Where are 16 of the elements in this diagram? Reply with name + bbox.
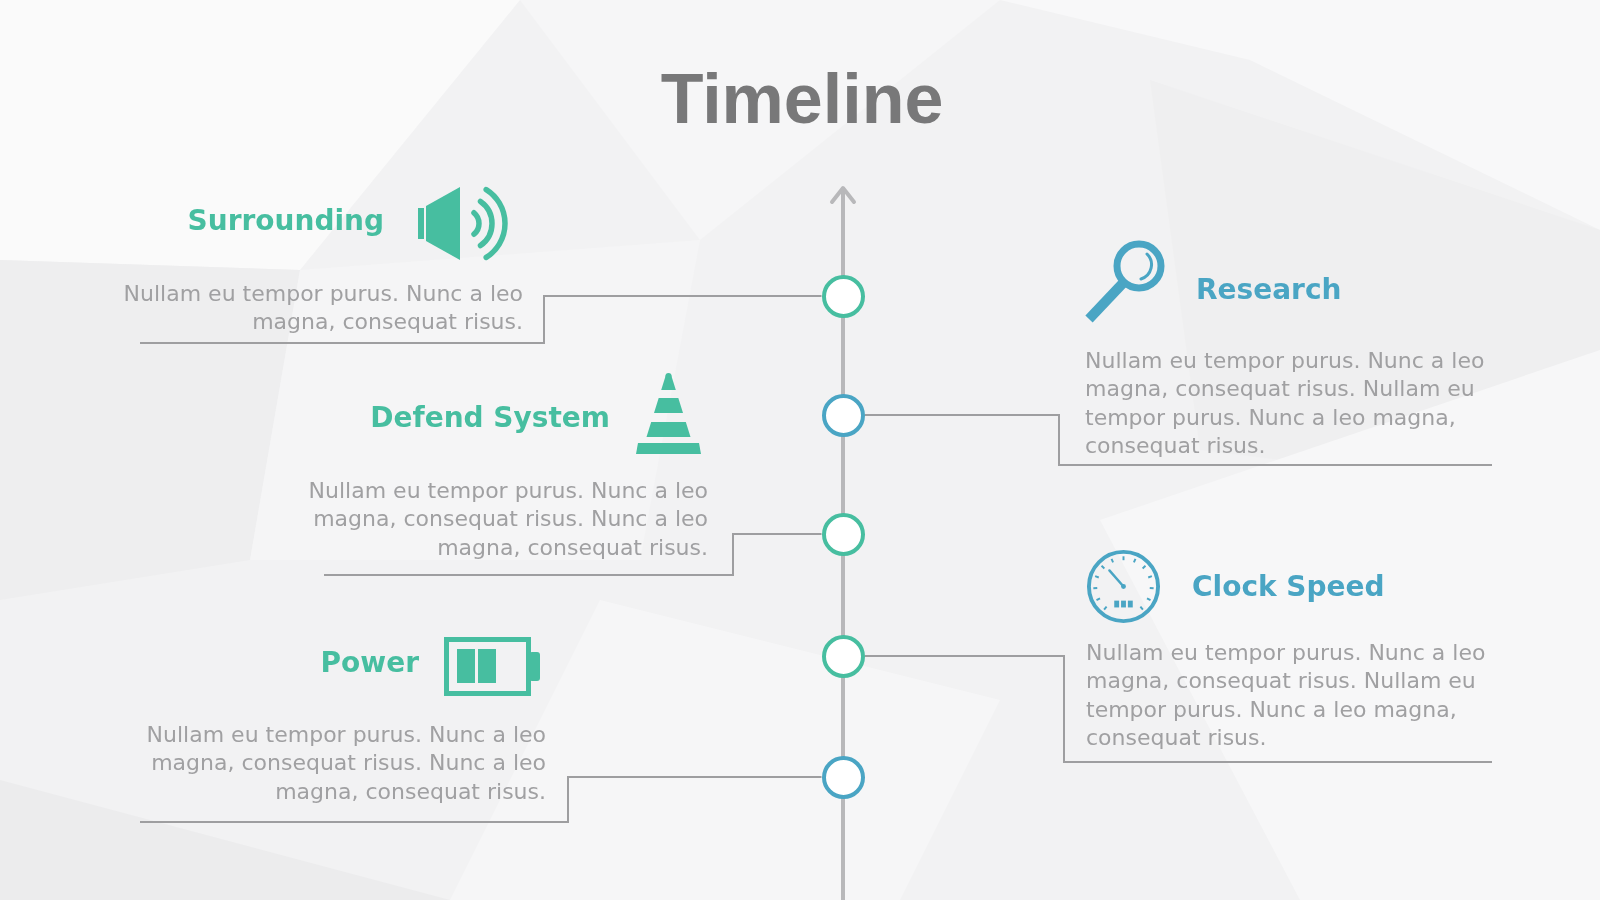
entry-heading: Surrounding <box>187 203 384 239</box>
connector-line <box>863 655 1493 763</box>
connector-line <box>863 414 1493 466</box>
entry-description: Nullam eu tempor purus. Nunc a leo magna, consequat risus. <box>122 280 523 337</box>
connector-line <box>139 776 823 823</box>
entry-heading: Defend System <box>370 400 610 436</box>
connector-line <box>139 295 823 344</box>
entry-heading: Research <box>1196 272 1342 308</box>
entry-description: Nullam eu tempor purus. Nunc a leo magna, consequat risus. Nunc a leo magna, consequat risus. <box>307 477 708 562</box>
entry-description: Nullam eu tempor purus. Nunc a leo magna, consequat risus. Nunc a leo magna, consequat risus. <box>145 721 546 806</box>
entry-description: Nullam eu tempor purus. Nunc a leo magna, consequat risus. Nullam eu tempor purus. Nunc a leo magna, consequat risus. <box>1085 347 1486 461</box>
title: Timeline <box>660 64 944 134</box>
entry-heading: Clock Speed <box>1192 569 1385 605</box>
entry-heading: Power <box>320 645 419 681</box>
entry-description: Nullam eu tempor purus. Nunc a leo magna, consequat risus. Nullam eu tempor purus. Nunc a leo magna, consequat risus. <box>1086 639 1487 753</box>
connector-line <box>323 533 823 576</box>
